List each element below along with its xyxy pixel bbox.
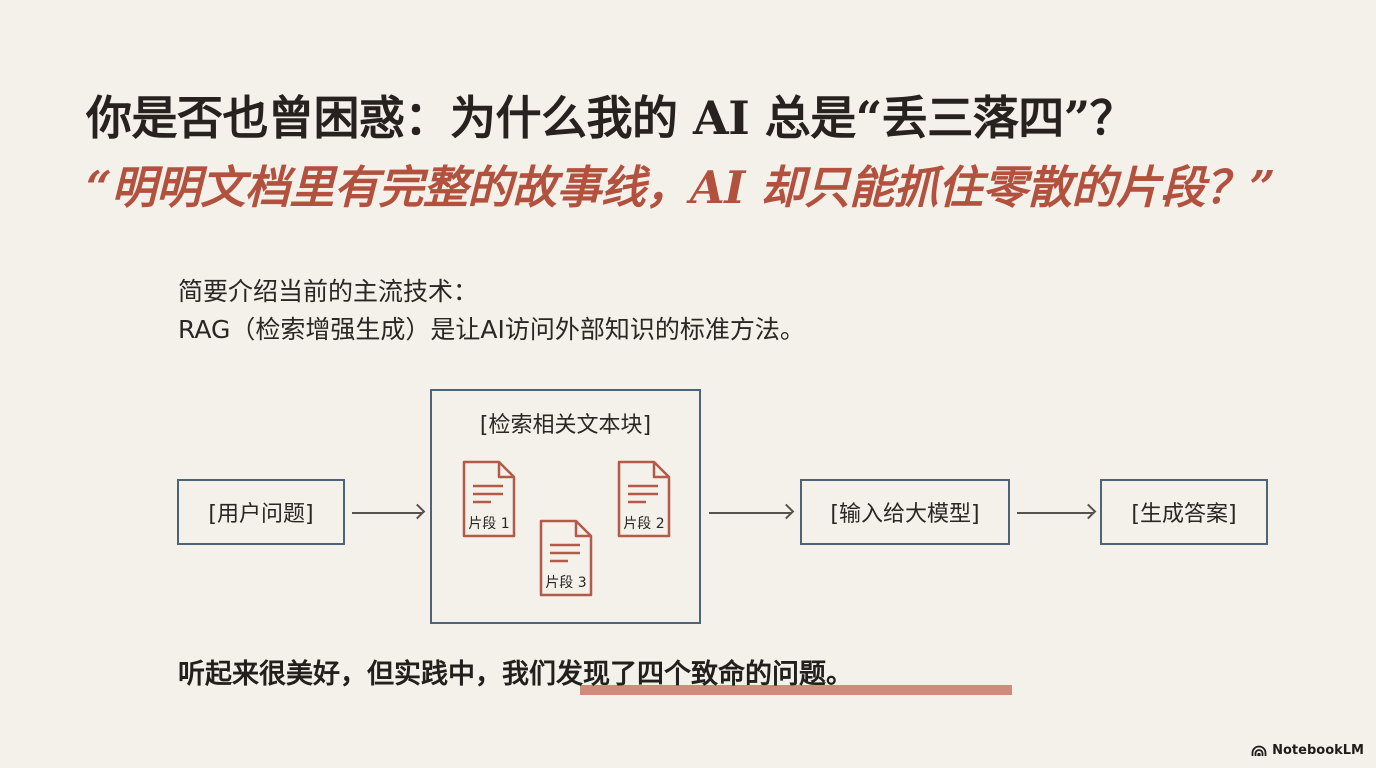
arrow-right-icon <box>352 512 422 514</box>
slide-subtitle-quote: “明明文档里有完整的故事线，AI 却只能抓住零散的片段？” <box>86 161 1275 214</box>
chunk-label: 片段 2 <box>623 516 665 532</box>
arrow-right-icon <box>1017 512 1093 514</box>
step-retrieve-chunks: [检索相关文本块] 片段 1 片段 2 <box>430 389 701 624</box>
notebooklm-brand: NotebookLM <box>1251 743 1364 758</box>
step-generate-answer: [生成答案] <box>1100 479 1268 545</box>
chunk-label: 片段 1 <box>468 516 510 532</box>
intro-line-1: 简要介绍当前的主流技术： <box>178 277 479 306</box>
highlight-underline <box>580 685 1012 695</box>
step-user-question: [用户问题] <box>177 479 345 545</box>
brand-label: NotebookLM <box>1272 743 1364 758</box>
document-icon <box>539 519 593 597</box>
arrow-right-icon <box>709 512 791 514</box>
chunk-label: 片段 3 <box>545 575 587 591</box>
chunk-1: 片段 1 <box>461 459 517 539</box>
conclusion-highlighted: 我们发现了四个致命的问题。 <box>502 659 853 690</box>
step-label: [输入给大模型] <box>830 502 980 527</box>
document-icon <box>462 460 516 538</box>
intro-line-2: RAG（检索增强生成）是让AI访问外部知识的标准方法。 <box>178 315 805 344</box>
notebooklm-logo-icon <box>1251 745 1267 756</box>
document-icon <box>617 460 671 538</box>
step-input-model: [输入给大模型] <box>800 479 1010 545</box>
chunk-3: 片段 3 <box>538 518 594 598</box>
intro-text: 简要介绍当前的主流技术： RAG（检索增强生成）是让AI访问外部知识的标准方法。 <box>178 273 805 349</box>
conclusion-plain: 听起来很美好，但实践中， <box>178 659 502 690</box>
chunk-2: 片段 2 <box>616 459 672 539</box>
step-label: [用户问题] <box>208 502 314 527</box>
conclusion-text: 听起来很美好，但实践中，我们发现了四个致命的问题。 <box>178 655 853 695</box>
step-label: [生成答案] <box>1131 502 1237 527</box>
slide-title: 你是否也曾困惑：为什么我的 AI 总是“丢三落四”？ <box>86 91 1136 145</box>
step-label: [检索相关文本块] <box>479 413 652 438</box>
